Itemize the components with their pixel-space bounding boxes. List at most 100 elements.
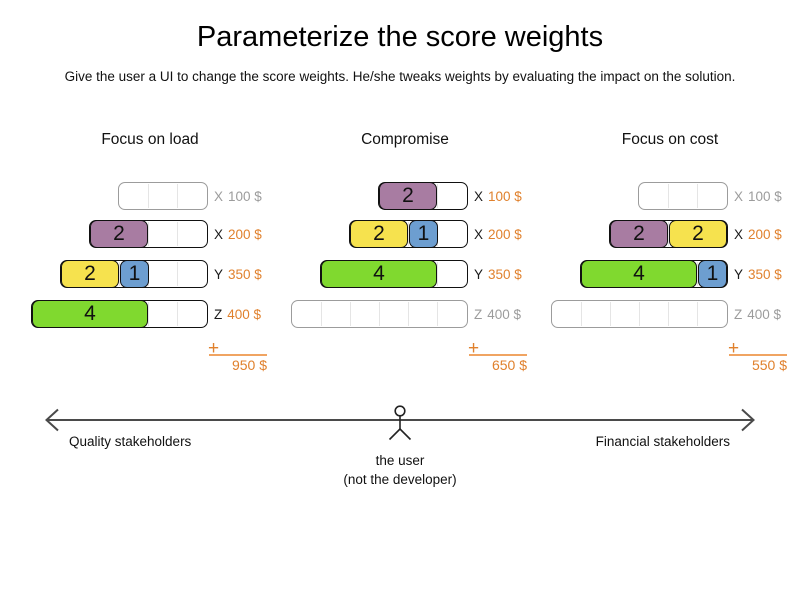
total-value: 650 $ bbox=[491, 357, 527, 373]
weight-block-blue: 1 bbox=[698, 259, 727, 288]
arrow-head-right-icon bbox=[741, 408, 755, 432]
panel-heading-focus-on-load: Focus on load bbox=[101, 131, 199, 148]
panel-heading-compromise: Compromise bbox=[361, 131, 449, 148]
cell-divider bbox=[638, 302, 640, 326]
weight-block-blue: 1 bbox=[409, 219, 438, 248]
user-label: the user bbox=[375, 453, 425, 468]
row-letter: X bbox=[214, 226, 224, 242]
cell-divider bbox=[147, 184, 149, 208]
weight-block-purple: 2 bbox=[610, 219, 668, 248]
arrow-head-left-icon bbox=[45, 408, 59, 432]
page-subtitle: Give the user a UI to change the score w… bbox=[64, 69, 736, 84]
cell-divider bbox=[176, 222, 178, 246]
cell-divider bbox=[176, 302, 178, 326]
cell-divider bbox=[407, 222, 409, 246]
cell-divider bbox=[176, 184, 178, 208]
weight-bar: 4 bbox=[320, 259, 468, 288]
weight-block-green: 4 bbox=[32, 299, 148, 328]
cell-divider bbox=[147, 302, 149, 326]
cell-divider bbox=[407, 302, 409, 326]
sum-line bbox=[469, 354, 527, 356]
user-sublabel: (not the developer) bbox=[343, 472, 457, 487]
weight-block-green: 4 bbox=[581, 259, 697, 288]
row-amount: 400 $ bbox=[487, 306, 522, 322]
cell-divider bbox=[609, 302, 611, 326]
weight-bar bbox=[551, 300, 728, 328]
row-amount: 100 $ bbox=[488, 188, 522, 204]
weight-bar: 4 bbox=[31, 299, 208, 328]
row-amount: 350 $ bbox=[228, 266, 262, 282]
row-amount: 200 $ bbox=[228, 226, 262, 242]
row-letter: Z bbox=[474, 306, 483, 322]
weight-bar bbox=[118, 182, 208, 210]
axis-label-quality: Quality stakeholders bbox=[69, 434, 192, 449]
cell-divider bbox=[667, 184, 669, 208]
total-value: 950 $ bbox=[231, 357, 267, 373]
total-value: 550 $ bbox=[751, 357, 787, 373]
weight-bar: 2 bbox=[89, 219, 208, 248]
cell-divider bbox=[667, 222, 669, 246]
weight-block-blue: 1 bbox=[120, 259, 149, 288]
page-title: Parameterize the score weights bbox=[196, 21, 604, 53]
row-amount: 200 $ bbox=[748, 226, 782, 242]
row-letter: X bbox=[734, 226, 744, 242]
row-letter: X bbox=[214, 188, 224, 204]
cell-divider bbox=[436, 184, 438, 208]
row-amount: 350 $ bbox=[748, 266, 782, 282]
weight-block-yellow: 2 bbox=[669, 219, 727, 248]
weight-block-purple: 2 bbox=[379, 181, 437, 210]
row-amount: 200 $ bbox=[488, 226, 522, 242]
row-letter: Y bbox=[214, 266, 224, 282]
weight-block-yellow: 2 bbox=[350, 219, 408, 248]
plus-sign: + bbox=[728, 338, 740, 359]
cell-divider bbox=[580, 302, 582, 326]
plus-sign: + bbox=[208, 338, 220, 359]
row-amount: 100 $ bbox=[748, 188, 782, 204]
weight-bar bbox=[291, 300, 468, 328]
stakeholder-axis bbox=[45, 405, 755, 441]
cell-divider bbox=[436, 302, 438, 326]
row-amount: 400 $ bbox=[227, 306, 262, 322]
cell-divider bbox=[696, 262, 698, 286]
row-letter: Z bbox=[214, 306, 223, 322]
row-amount: 350 $ bbox=[488, 266, 522, 282]
row-letter: X bbox=[734, 188, 744, 204]
sum-line bbox=[729, 354, 787, 356]
row-letter: X bbox=[474, 188, 484, 204]
cell-divider bbox=[320, 302, 322, 326]
weight-block-purple: 2 bbox=[90, 219, 148, 248]
user-figure-icon bbox=[388, 405, 412, 441]
row-letter: Y bbox=[734, 266, 744, 282]
plus-sign: + bbox=[468, 338, 480, 359]
cell-divider bbox=[349, 302, 351, 326]
cell-divider bbox=[147, 222, 149, 246]
cell-divider bbox=[696, 302, 698, 326]
